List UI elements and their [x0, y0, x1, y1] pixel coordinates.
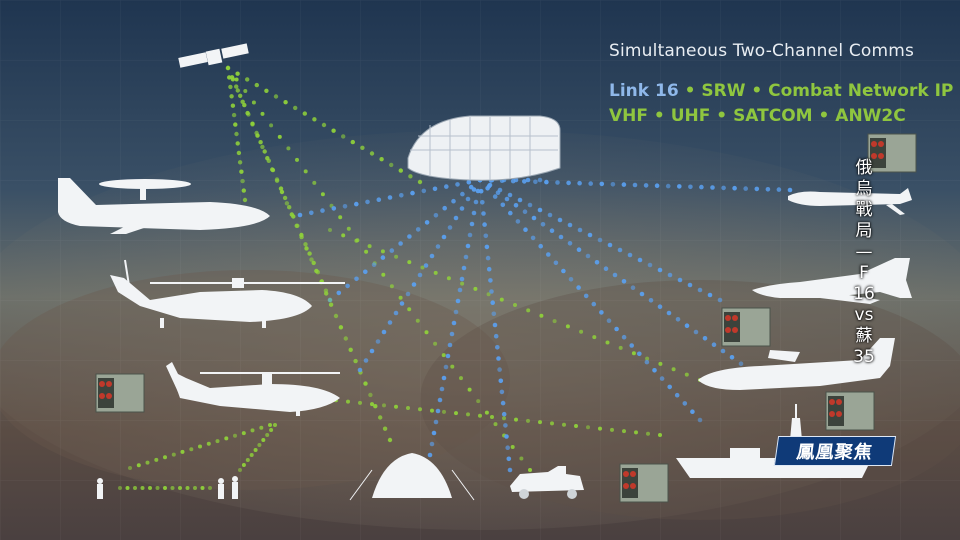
drone-icon	[788, 188, 912, 215]
program-title-char: 蘇	[855, 326, 873, 346]
program-title-char: vs	[854, 305, 874, 325]
datalink-label: SATCOM	[733, 106, 813, 126]
helicopter-icon	[110, 259, 345, 328]
datalink-list-line2: VHF • UHF • SATCOM • ANW2C	[609, 106, 906, 126]
program-title-char: 烏	[855, 179, 873, 199]
satellite-icon	[178, 43, 249, 68]
radio-unit-icon	[95, 373, 145, 413]
channel-logo: 鳳凰聚焦	[773, 436, 897, 466]
program-title-char: F	[859, 263, 869, 283]
program-title-char: 35	[853, 347, 875, 367]
datalink-list-line1: Link 16 • SRW • Combat Network IP	[609, 81, 953, 101]
datalink-label: •	[648, 106, 671, 126]
program-title-char: 16	[853, 284, 875, 304]
datalink-label: SRW	[701, 81, 746, 101]
program-title-char: 俄	[855, 158, 873, 178]
awacs-aircraft-icon	[58, 178, 270, 234]
radio-unit-icon	[619, 463, 669, 503]
radio-unit-icon	[825, 391, 875, 431]
program-title-char: —	[855, 242, 873, 262]
datalink-label: Link 16	[609, 81, 679, 101]
attack-helicopter-icon	[166, 362, 340, 416]
datalink-label: VHF	[609, 106, 648, 126]
datalink-label: •	[710, 106, 734, 126]
fighter-jet-icon	[752, 258, 912, 304]
program-title-char: 戰	[855, 200, 873, 220]
radio-unit-icon	[867, 133, 917, 173]
datalink-label: UHF	[670, 106, 711, 126]
datalink-label: •	[812, 106, 836, 126]
datalink-label: Combat Network IP	[768, 81, 954, 101]
aircraft-carrier-icon	[407, 115, 561, 181]
radio-unit-icon	[721, 307, 771, 347]
soldier-icon	[97, 476, 238, 499]
humvee-icon	[510, 466, 584, 499]
data-links	[118, 65, 793, 490]
transport-aircraft-icon	[698, 338, 895, 390]
program-title-char: 局	[855, 221, 873, 241]
diagram-title: Simultaneous Two-Channel Comms	[609, 41, 915, 61]
datalink-label: •	[678, 81, 702, 101]
datalink-label: •	[745, 81, 769, 101]
datalink-label: ANW2C	[835, 106, 906, 126]
tent-icon	[349, 453, 475, 501]
